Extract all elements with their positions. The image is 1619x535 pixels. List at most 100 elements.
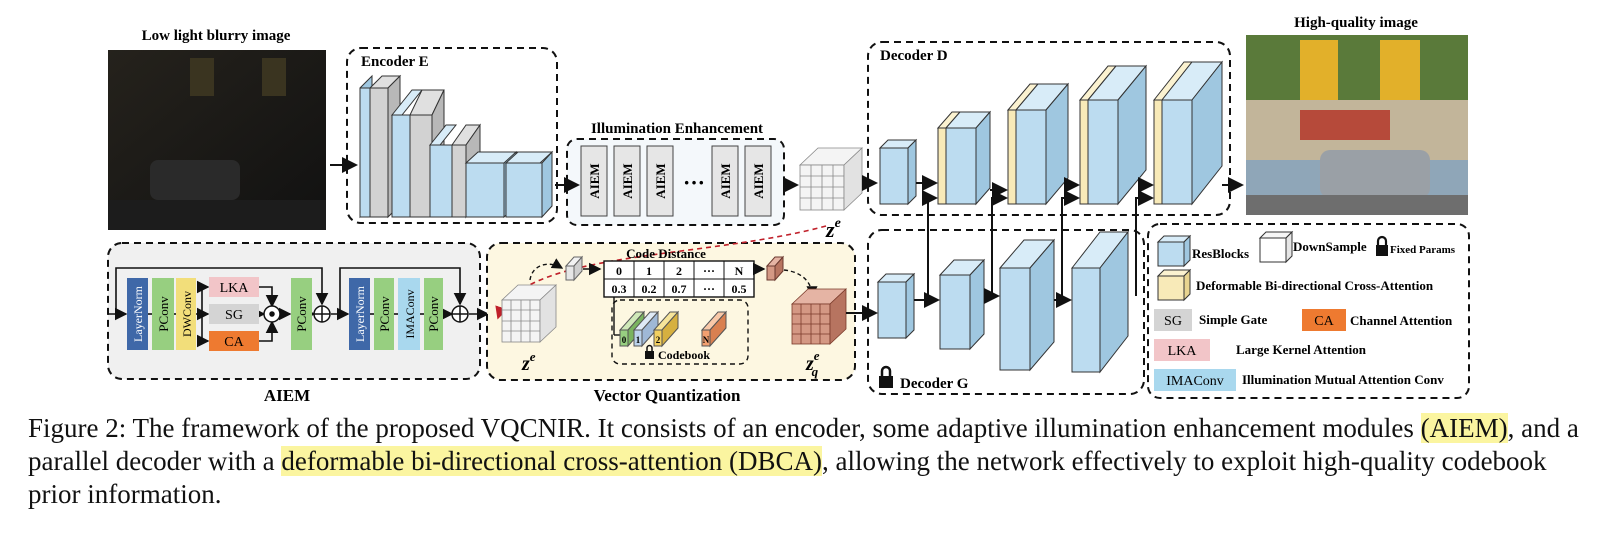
caption-part-3: , allowing the network effectively to ex…: [28, 446, 1547, 509]
legend-lock-icon: [1376, 235, 1388, 256]
aiem-wires: [108, 267, 490, 348]
encoder-title: Encoder E: [361, 54, 429, 70]
legend-panel: [1147, 223, 1470, 399]
aiem-imaconv: IMAConv: [398, 278, 420, 350]
caption-highlight-dbca: deformable bi-directional cross-attentio…: [281, 446, 822, 476]
legend-ca-swatch: CA: [1302, 309, 1346, 331]
aiem-multiply-op: [263, 305, 281, 323]
latent-label-top: ze: [825, 216, 841, 242]
decoder-d-arrows: [916, 175, 1244, 300]
decoder-g-arrows: [914, 288, 1072, 308]
aiem-block-5: AIEM: [744, 145, 772, 217]
vq-input-link: [495, 225, 827, 320]
codebook-index-0: 0: [622, 335, 627, 345]
svg-text:AIEM: AIEM: [751, 163, 766, 198]
legend-imaconv-label: Illumination Mutual Attention Conv: [1242, 372, 1444, 387]
aiem-title: AIEM: [264, 386, 310, 405]
illumination-title: Illumination Enhancement: [591, 121, 763, 137]
codebook-label: Codebook: [658, 348, 710, 362]
cd-value-1: 0.2: [642, 282, 657, 296]
svg-text:CA: CA: [1314, 314, 1334, 329]
code-distance-table: 0 1 2 ··· N 0.3 0.2 0.7 ··· 0.5: [603, 260, 755, 298]
cd-header-3: ···: [703, 264, 715, 278]
cd-value-2: 0.7: [672, 282, 687, 296]
code-distance-title: Code Distance: [626, 246, 706, 261]
legend-downsample-swatch: [1258, 230, 1294, 264]
svg-text:LayerNorm: LayerNorm: [353, 285, 367, 342]
legend-lka-swatch: LKA: [1154, 339, 1210, 361]
encoder-blocks: [359, 74, 554, 219]
svg-text:PConv: PConv: [156, 296, 171, 332]
aiem-pconv-3: PConv: [374, 278, 394, 350]
codebook-index-2: 2: [656, 335, 661, 345]
aiem-dwconv: DWConv: [176, 278, 196, 350]
vq-query-vector: [564, 255, 584, 282]
encoder-panel: [346, 47, 558, 224]
svg-text:CA: CA: [224, 335, 244, 350]
decoder-g-lock-icon: [879, 365, 893, 388]
caption-part-2: , and a parallel decoder with a: [28, 413, 1579, 476]
cd-value-3: ···: [703, 282, 715, 296]
vq-title: Vector Quantization: [594, 386, 741, 405]
svg-text:LKA: LKA: [220, 281, 250, 296]
output-image-title: High-quality image: [1294, 15, 1418, 31]
aiem-add-op-1: [313, 305, 331, 323]
codebook-entries: [618, 310, 728, 348]
svg-text:PConv: PConv: [426, 296, 441, 332]
aiem-block-4: AIEM: [711, 145, 739, 217]
vq-zq-cube: [790, 288, 848, 345]
decoder-g-panel: [867, 229, 1145, 395]
latent-cube-top: [798, 147, 864, 211]
svg-text:SG: SG: [225, 308, 243, 323]
decoder-d-title: Decoder D: [880, 48, 948, 64]
svg-text:LayerNorm: LayerNorm: [131, 285, 145, 342]
decoder-g-title: Decoder G: [900, 376, 969, 392]
vq-ze-label: ze: [521, 349, 536, 375]
aiem-pconv-1: PConv: [152, 278, 174, 350]
codebook-lock-icon: [645, 344, 654, 359]
vq-ze-cube: [500, 284, 558, 343]
svg-text:SG: SG: [1164, 314, 1182, 329]
framework-diagram: Low light blurry image Encoder E: [107, 15, 1470, 405]
svg-text:IMAConv: IMAConv: [1166, 374, 1224, 389]
decoder-g-blocks: [876, 230, 1130, 374]
svg-text:LKA: LKA: [1168, 344, 1198, 359]
legend-resblocks-label: ResBlocks: [1192, 246, 1249, 261]
codebook-panel: [611, 299, 749, 365]
legend-ca-label: Channel Attention: [1350, 313, 1453, 328]
aiem-block-1: AIEM: [580, 145, 608, 217]
codebook-index-n: N: [703, 335, 710, 345]
cd-header-1: 1: [646, 264, 652, 278]
low-light-image: [108, 50, 326, 230]
legend-resblock-swatch: [1156, 234, 1192, 268]
cd-value-0: 0.3: [612, 282, 627, 296]
aiem-add-op-2: [451, 305, 469, 323]
decoder-d-blocks: [878, 60, 1224, 206]
svg-text:AIEM: AIEM: [718, 163, 733, 198]
aiem-ca: CA: [209, 331, 259, 351]
cd-header-2: 2: [676, 264, 682, 278]
aiem-sg: SG: [209, 304, 259, 324]
decoder-d-panel: [867, 41, 1231, 216]
cd-header-0: 0: [616, 264, 622, 278]
legend-dbca-label: Deformable Bi-directional Cross-Attentio…: [1196, 278, 1434, 293]
legend-sg-swatch: SG: [1154, 309, 1192, 331]
legend-downsample-label: DownSample: [1293, 239, 1367, 254]
aiem-block-3: AIEM: [646, 145, 674, 217]
legend-dbca-swatch: [1156, 268, 1192, 302]
aiem-block-2: AIEM: [613, 145, 641, 217]
svg-text:IMAConv: IMAConv: [403, 289, 417, 338]
vq-selected-code: [765, 255, 785, 282]
svg-text:AIEM: AIEM: [587, 163, 602, 198]
cd-header-4: N: [735, 264, 744, 278]
aiem-lka: LKA: [209, 277, 259, 297]
svg-text:PConv: PConv: [377, 296, 392, 332]
caption-highlight-aiem: (AIEM): [1420, 413, 1508, 443]
aiem-layernorm-1: LayerNorm: [127, 278, 148, 350]
svg-text:AIEM: AIEM: [620, 163, 635, 198]
svg-text:AIEM: AIEM: [653, 163, 668, 198]
svg-text:PConv: PConv: [294, 296, 309, 332]
legend-imaconv-swatch: IMAConv: [1154, 369, 1236, 391]
codebook-index-1: 1: [636, 335, 641, 345]
aiem-layernorm-2: LayerNorm: [349, 278, 370, 350]
